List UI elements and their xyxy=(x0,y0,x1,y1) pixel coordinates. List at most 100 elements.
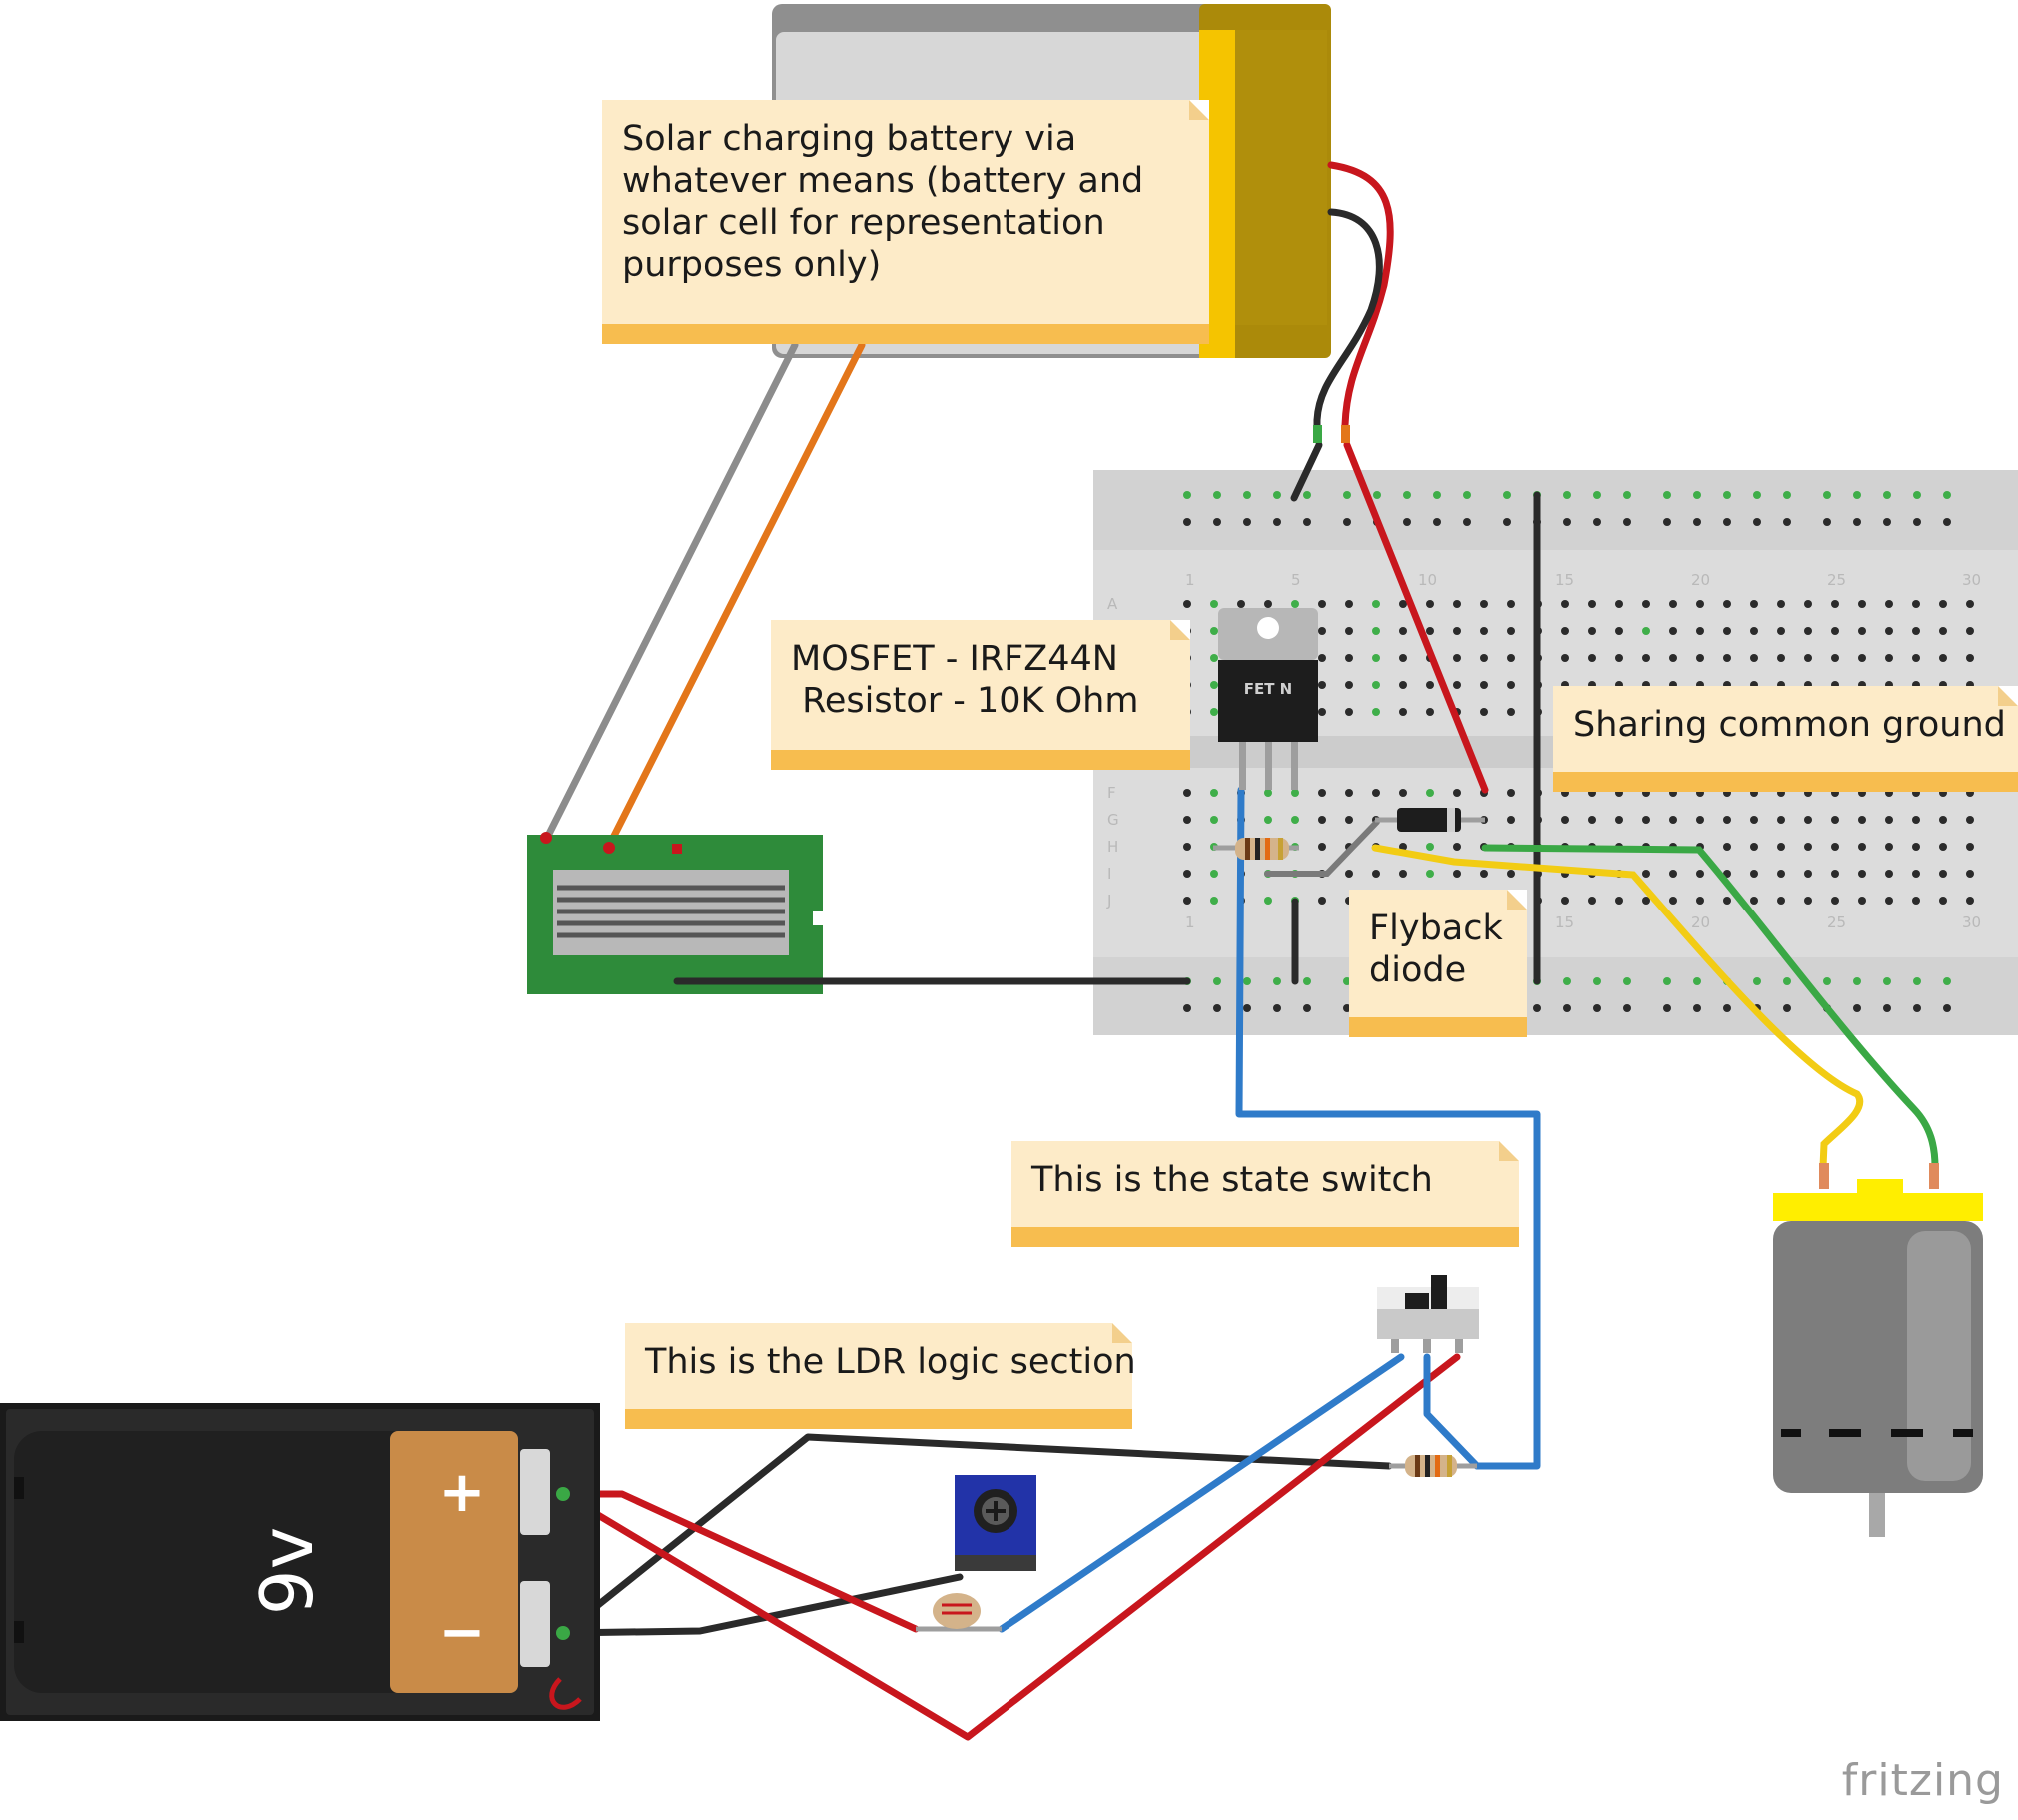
battery-note-line-1: Solar charging battery via xyxy=(622,119,1077,159)
breadboard-hole xyxy=(1403,518,1411,526)
breadboard-hole xyxy=(1912,843,1920,851)
breadboard-hole xyxy=(1663,518,1671,526)
breadboard-hole xyxy=(1507,789,1515,797)
diode-note-line-2: diode xyxy=(1369,950,1467,990)
switch-note: This is the state switch xyxy=(1011,1141,1519,1247)
solar-orange-wire xyxy=(604,341,866,852)
breadboard-hole xyxy=(1273,491,1281,499)
breadboard-hole xyxy=(1210,897,1218,905)
breadboard-hole xyxy=(1507,600,1515,608)
col-number-15-bottom: 15 xyxy=(1555,913,1574,931)
breadboard-hole xyxy=(1303,491,1311,499)
breadboard-hole xyxy=(1831,816,1839,824)
breadboard-hole xyxy=(1183,789,1191,797)
breadboard-hole xyxy=(1264,789,1272,797)
breadboard-hole xyxy=(1264,600,1272,608)
breadboard-hole xyxy=(1885,843,1893,851)
ldr-red-wire-a xyxy=(559,1490,920,1633)
breadboard-hole xyxy=(1885,600,1893,608)
switch-blue-wire xyxy=(1423,1353,1481,1470)
breadboard-hole xyxy=(1213,491,1221,499)
breadboard-hole xyxy=(1912,816,1920,824)
ldr-sensor xyxy=(916,1593,1002,1632)
mosfet-note-line-1: MOSFET - IRFZ44N xyxy=(791,639,1118,679)
breadboard-hole xyxy=(1561,897,1569,905)
breadboard-hole xyxy=(1669,600,1677,608)
breadboard-hole xyxy=(1507,708,1515,716)
breadboard-hole xyxy=(1783,1004,1791,1012)
breadboard-hole xyxy=(1507,870,1515,878)
breadboard-hole xyxy=(1399,870,1407,878)
breadboard-hole xyxy=(1213,977,1221,985)
breadboard-hole xyxy=(1593,977,1601,985)
breadboard-hole xyxy=(1913,1004,1921,1012)
breadboard-hole xyxy=(1453,627,1461,635)
breadboard-hole xyxy=(1372,708,1380,716)
motor-green-wire xyxy=(1481,844,1939,1171)
breadboard-hole xyxy=(1503,491,1511,499)
breadboard-hole xyxy=(1426,870,1434,878)
breadboard-hole xyxy=(1858,897,1866,905)
breadboard-hole xyxy=(1885,654,1893,662)
breadboard-hole xyxy=(1318,816,1326,824)
battery-note-line-3: solar cell for representation xyxy=(622,203,1105,243)
breadboard-hole xyxy=(1642,600,1650,608)
breadboard-hole xyxy=(1588,654,1596,662)
breadboard-hole xyxy=(1615,816,1623,824)
breadboard-hole xyxy=(1777,843,1785,851)
mosfet-note: MOSFET - IRFZ44N Resistor - 10K Ohm xyxy=(771,620,1190,770)
breadboard-hole xyxy=(1463,518,1471,526)
breadboard-hole xyxy=(1561,627,1569,635)
breadboard-hole xyxy=(1939,627,1947,635)
breadboard-hole xyxy=(1399,843,1407,851)
col-number-5-top: 5 xyxy=(1291,571,1301,589)
breadboard-hole xyxy=(1623,518,1631,526)
breadboard-hole xyxy=(1723,627,1731,635)
breadboard-hole xyxy=(1858,870,1866,878)
battery-minus-sign: − xyxy=(439,1600,486,1665)
breadboard-hole xyxy=(1912,654,1920,662)
breadboard-hole xyxy=(1183,600,1191,608)
breadboard-hole xyxy=(1593,1004,1601,1012)
breadboard-hole xyxy=(1480,870,1488,878)
breadboard-hole xyxy=(1345,681,1353,689)
breadboard-hole xyxy=(1696,870,1704,878)
breadboard-hole xyxy=(1507,654,1515,662)
breadboard-hole xyxy=(1885,897,1893,905)
ldr-note: This is the LDR logic section xyxy=(625,1323,1136,1429)
breadboard-hole xyxy=(1723,600,1731,608)
breadboard-hole xyxy=(1883,518,1891,526)
breadboard-hole xyxy=(1939,816,1947,824)
breadboard-hole xyxy=(1563,977,1571,985)
mosfet-note-line-2: Resistor - 10K Ohm xyxy=(791,681,1139,721)
breadboard-hole xyxy=(1723,654,1731,662)
breadboard-hole xyxy=(1318,600,1326,608)
breadboard-hole xyxy=(1939,897,1947,905)
breadboard-hole xyxy=(1433,518,1441,526)
breadboard-hole xyxy=(1480,681,1488,689)
breadboard-hole xyxy=(1183,843,1191,851)
battery-note-line-4: purposes only) xyxy=(622,245,882,285)
breadboard-hole xyxy=(1615,600,1623,608)
breadboard-hole xyxy=(1663,491,1671,499)
breadboard-hole xyxy=(1453,600,1461,608)
breadboard-hole xyxy=(1966,627,1974,635)
breadboard-hole xyxy=(1853,977,1861,985)
breadboard-hole xyxy=(1453,681,1461,689)
breadboard-hole xyxy=(1372,600,1380,608)
ldr-note-text: This is the LDR logic section xyxy=(645,1342,1136,1382)
mosfet-label: FET N xyxy=(1244,680,1293,698)
breadboard-hole xyxy=(1480,654,1488,662)
breadboard-hole xyxy=(1939,654,1947,662)
row-letter-j: J xyxy=(1106,892,1111,910)
breadboard-hole xyxy=(1750,897,1758,905)
breadboard-hole xyxy=(1913,977,1921,985)
breadboard-hole xyxy=(1831,654,1839,662)
solar-grey-wire xyxy=(543,341,799,842)
breadboard-hole xyxy=(1885,816,1893,824)
breadboard-hole xyxy=(1561,654,1569,662)
breadboard-hole xyxy=(1753,518,1761,526)
breadboard-hole xyxy=(1588,600,1596,608)
battery-9v: + − 9v xyxy=(0,1403,600,1721)
